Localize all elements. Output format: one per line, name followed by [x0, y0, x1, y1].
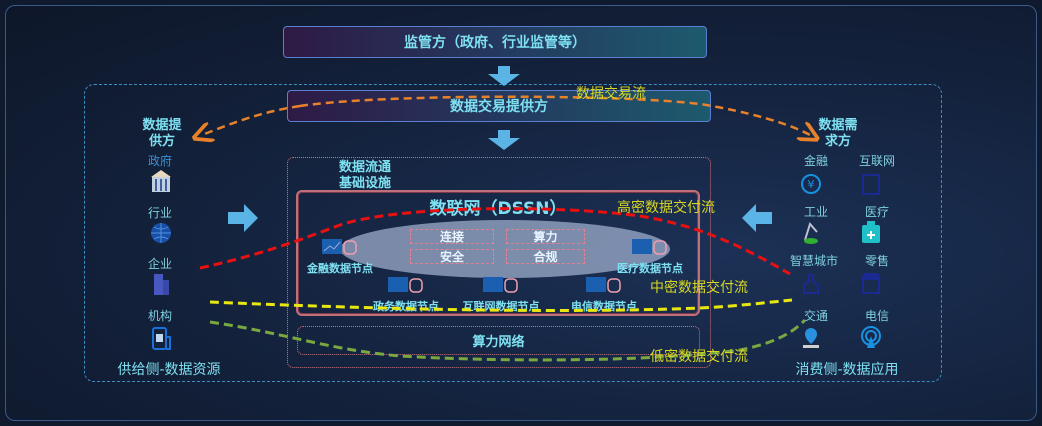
server-database-icon [388, 277, 423, 293]
globe-icon [151, 223, 171, 243]
compute-network-box: 算力网络 [297, 326, 700, 355]
trade-flow-line [299, 95, 810, 135]
supply-title: 数据提供方 [142, 118, 182, 149]
demand-item-label: 交通 [803, 309, 828, 323]
svg-text:¥: ¥ [808, 178, 815, 191]
trade-provider-box: 数据交易提供方 [287, 90, 711, 122]
institution-icon [152, 327, 171, 350]
mid-density-flow-line [209, 298, 793, 312]
demand-title: 数据需求方 [818, 118, 858, 149]
ecosystem-region [84, 84, 942, 382]
diagram-frame [5, 5, 1037, 421]
low-density-flow-label: 低密数据交付流 [650, 349, 748, 365]
demand-item-label: 工业 [803, 205, 828, 219]
medical-kit-icon [862, 221, 880, 243]
supply-item-label: 企业 [147, 257, 172, 271]
supply-item-label: 机构 [147, 309, 172, 323]
demand-item-label: 零售 [864, 254, 889, 268]
arrow-down-icon [488, 66, 520, 86]
demand-item-label: 互联网 [858, 154, 895, 168]
arrow-right-icon [228, 204, 258, 232]
building-icon [862, 174, 880, 195]
arrow-down-icon [488, 130, 520, 150]
demand-item-label: 金融 [803, 154, 828, 168]
signal-tower-icon [861, 326, 881, 348]
supply-footer: 供给侧-数据资源 [117, 362, 221, 378]
capability-compliance: 合规 [506, 249, 585, 264]
capability-security: 安全 [410, 249, 494, 264]
trade-flow-line [202, 104, 301, 135]
supply-item-label: 行业 [147, 206, 172, 220]
yuan-icon: ¥ [801, 174, 821, 194]
demand-item-label: 电信 [864, 309, 889, 323]
dssn-title: 数联网（DSSN） [429, 199, 567, 219]
node-finance: 金融数据节点 [300, 238, 380, 276]
demand-item-label: 智慧城市 [789, 254, 838, 268]
supply-item-label: 政府 [147, 154, 172, 168]
location-pin-icon [803, 328, 819, 348]
mid-density-flow-label: 中密数据交付流 [650, 280, 748, 296]
arrow-left-icon [742, 204, 772, 232]
server-database-icon [483, 277, 518, 293]
infrastructure-title: 数据流通基础设施 [338, 160, 391, 191]
server-database-icon [632, 239, 667, 255]
store-icon [861, 273, 881, 294]
server-database-icon [586, 277, 621, 293]
office-building-icon [154, 274, 169, 295]
government-building-icon [151, 170, 171, 192]
node-medical: 医疗数据节点 [610, 238, 690, 276]
dssn-box [296, 190, 700, 316]
infrastructure-box [287, 157, 711, 368]
capability-compute: 算力 [506, 229, 585, 244]
server-database-icon [322, 239, 357, 255]
robot-arm-icon [804, 221, 818, 244]
demand-footer: 消费侧-数据应用 [795, 362, 899, 378]
dssn-ellipse [340, 220, 670, 278]
smart-city-icon [803, 274, 819, 294]
demand-item-label: 医疗 [864, 205, 889, 219]
high-density-flow-label: 高密数据交付流 [617, 200, 715, 216]
high-density-flow-line [199, 207, 791, 276]
trade-flow-label: 数据交易流 [576, 86, 646, 102]
capability-connect: 连接 [410, 229, 494, 244]
regulator-box: 监管方（政府、行业监管等） [283, 26, 707, 58]
